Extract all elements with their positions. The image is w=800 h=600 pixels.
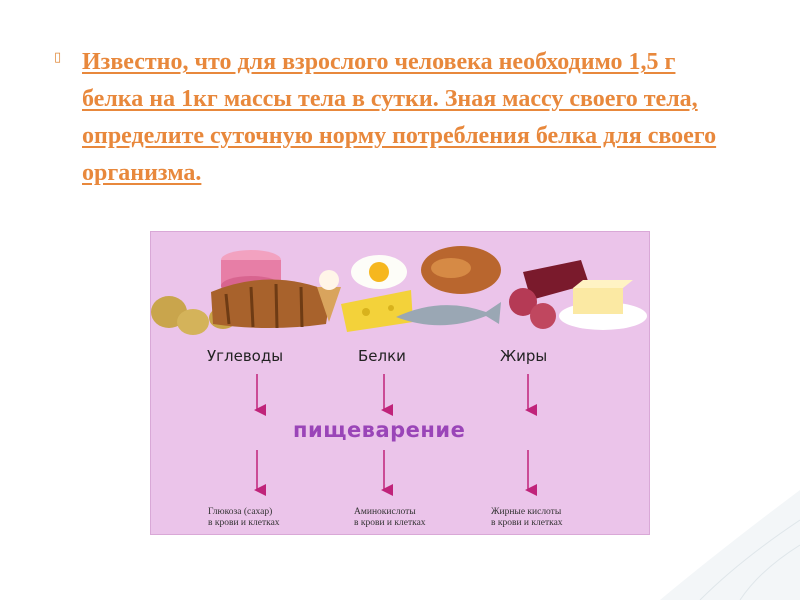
- food-illustration: [151, 246, 647, 335]
- corner-decoration: [660, 490, 800, 600]
- task-text: Известно, что для взрослого человека нео…: [82, 49, 717, 186]
- group-label-proteins: Белки: [358, 347, 406, 365]
- result-proteins: Аминокислоты в крови и клетках: [354, 507, 426, 529]
- result-fats-line1: Жирные кислоты: [491, 507, 562, 517]
- result-fats-line2: в крови и клетках: [491, 518, 563, 528]
- bullet-icon: ▯: [54, 50, 62, 65]
- process-label: пищеварение: [293, 418, 466, 442]
- group-label-carbs: Углеводы: [207, 347, 284, 365]
- digestion-figure: Углеводы Белки Жиры пищеварение Глюкоза …: [150, 231, 650, 535]
- result-fats: Жирные кислоты в крови и клетках: [491, 507, 563, 529]
- result-carbs: Глюкоза (сахар) в крови и клетках: [208, 507, 280, 529]
- result-carbs-line2: в крови и клетках: [208, 518, 280, 528]
- result-carbs-line1: Глюкоза (сахар): [208, 507, 273, 517]
- result-proteins-line1: Аминокислоты: [354, 507, 416, 517]
- group-label-fats: Жиры: [500, 347, 548, 365]
- result-proteins-line2: в крови и клетках: [354, 518, 426, 528]
